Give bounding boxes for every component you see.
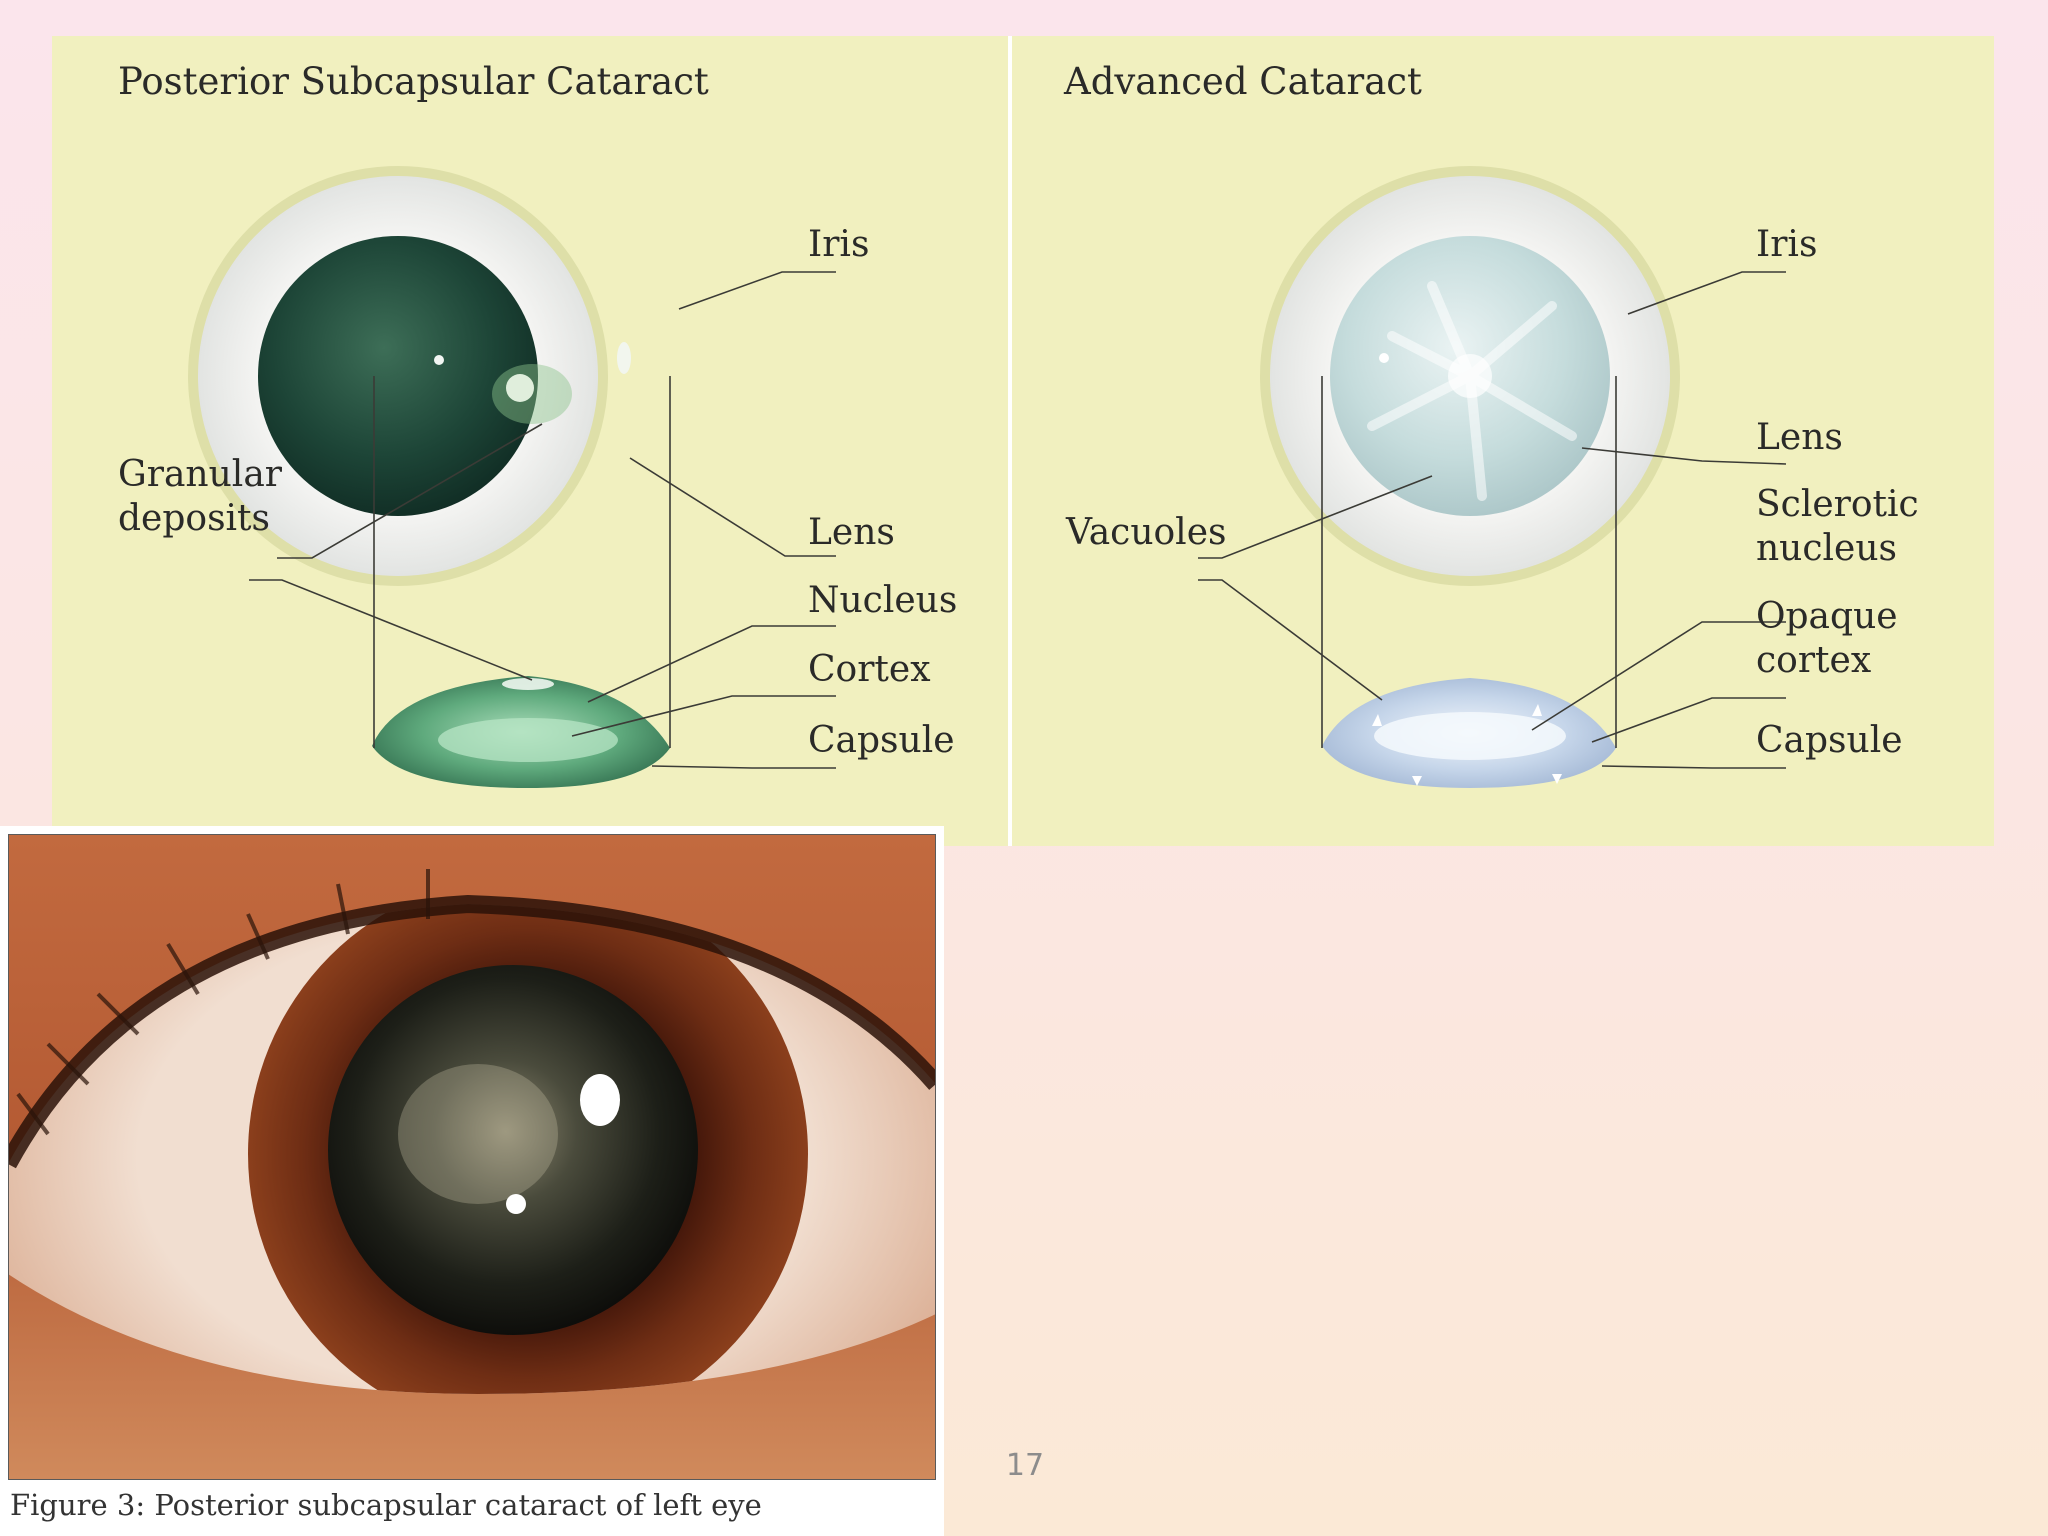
advanced-side-view xyxy=(1322,678,1616,788)
granular-leader-front xyxy=(277,423,543,559)
sclerotic-nucleus-leader xyxy=(1531,621,1786,731)
vacuoles-label: Vacuoles xyxy=(1065,512,1226,553)
opaque-cortex-leader xyxy=(1591,697,1786,743)
lens-leader xyxy=(629,457,836,557)
psc-title: Posterior Subcapsular Cataract xyxy=(118,60,709,103)
nucleus-side-view xyxy=(438,718,618,762)
advanced-cataract-diagram: Advanced Cataract xyxy=(1012,36,1994,846)
photo-caption: Figure 3: Posterior subcapsular cataract… xyxy=(10,1488,762,1522)
vacuoles-leader-front xyxy=(1198,475,1433,559)
upper-lash-line xyxy=(8,894,936,1169)
psc-side-view xyxy=(372,676,670,788)
capsule-leader xyxy=(1601,765,1786,769)
iris-label: Iris xyxy=(1756,224,1817,265)
eyelashes xyxy=(16,869,430,1136)
lens-label: Lens xyxy=(808,512,895,553)
capsule-label: Capsule xyxy=(808,720,955,761)
page-number: 17 xyxy=(1005,1448,1045,1483)
panel-divider xyxy=(1008,36,1012,846)
lens-label: Lens xyxy=(1756,417,1843,458)
cortex-leader xyxy=(571,695,836,737)
pupil-with-cataract xyxy=(328,965,698,1335)
vacuoles-leader-side xyxy=(1198,579,1383,701)
iris-label: Iris xyxy=(808,224,869,265)
sclerotic-nucleus-label-line2: nucleus xyxy=(1756,528,1897,569)
psc-diagram-illustration: Posterior Subcapsular Cataract xyxy=(118,60,957,788)
sclerotic-nucleus-label-line1: Sclerotic xyxy=(1756,484,1919,525)
lens-small-highlight xyxy=(1379,353,1389,363)
opaque-cortex-label-line1: Opaque xyxy=(1756,596,1898,637)
nucleus-leader xyxy=(587,625,836,703)
opaque-cortex-label-line2: cortex xyxy=(1756,640,1871,681)
cortex-label: Cortex xyxy=(808,649,931,690)
lens-front-view xyxy=(258,236,538,516)
iris-leader xyxy=(1627,271,1786,315)
advanced-diagram-illustration: Advanced Cataract xyxy=(1063,60,1919,788)
posterior-deposit-highlight xyxy=(502,678,554,690)
small-reflection xyxy=(506,1194,526,1214)
granular-deposits-label-line1: Granular xyxy=(118,454,283,495)
capsule-label: Capsule xyxy=(1756,720,1903,761)
nucleus-label: Nucleus xyxy=(808,580,957,621)
granular-deposits-core xyxy=(506,374,534,402)
granular-leader-side xyxy=(249,579,533,681)
eye-photo-figure xyxy=(0,826,944,1536)
iris-leader xyxy=(678,271,836,310)
lens-small-highlight xyxy=(434,355,444,365)
sclerotic-nucleus-side-view xyxy=(1374,712,1566,760)
eye-photo xyxy=(8,834,936,1480)
corneal-reflection xyxy=(580,1074,620,1126)
cataract-opacity xyxy=(398,1064,558,1204)
advanced-front-view xyxy=(1260,166,1680,586)
capsule-leader xyxy=(651,765,836,769)
side-vacuoles xyxy=(1372,704,1562,786)
posterior-subcapsular-cataract-diagram: Posterior Subcapsular Cataract xyxy=(52,36,1009,846)
granular-deposits-label-line2: deposits xyxy=(118,498,270,539)
psc-front-view xyxy=(188,166,631,586)
lens-center-opacity xyxy=(1448,354,1492,398)
advanced-title: Advanced Cataract xyxy=(1063,60,1422,103)
lens-leader xyxy=(1581,447,1787,465)
lens-highlight xyxy=(617,342,631,374)
